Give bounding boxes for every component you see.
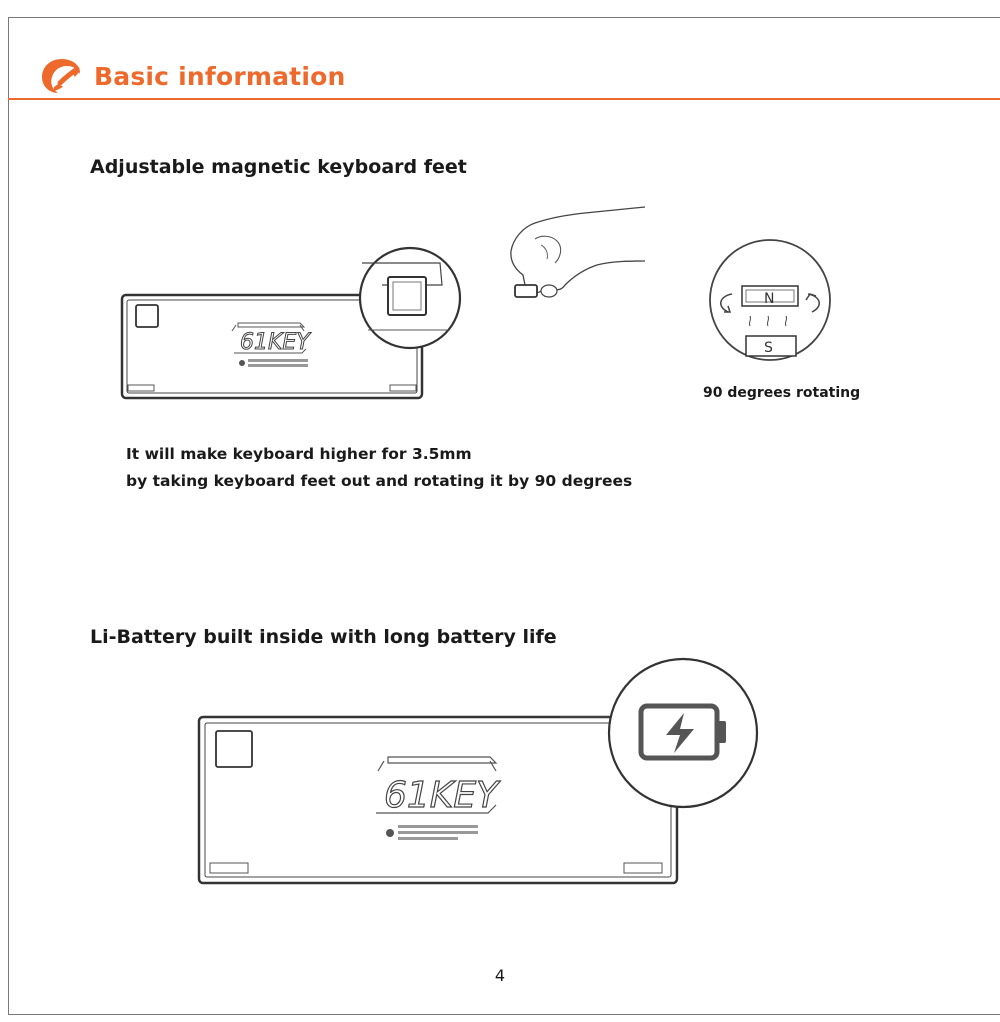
feet-description: It will make keyboard higher for 3.5mm b… bbox=[126, 441, 632, 495]
page-header: Basic information bbox=[40, 56, 345, 96]
section-title-battery: Li-Battery built inside with long batter… bbox=[90, 626, 557, 648]
battery-charging-icon bbox=[638, 703, 726, 761]
feet-description-line-1: It will make keyboard higher for 3.5mm bbox=[126, 445, 472, 463]
keyboard-battery-illustration: 61KEY bbox=[197, 657, 759, 885]
magnet-south-label: S bbox=[764, 340, 773, 356]
section-title-feet: Adjustable magnetic keyboard feet bbox=[90, 156, 467, 178]
feet-description-line-2: by taking keyboard feet out and rotating… bbox=[126, 472, 633, 490]
hand-holding-foot-illustration bbox=[510, 206, 646, 298]
magnet-north-label: N bbox=[764, 291, 774, 307]
keyboard-logo-small: 61KEY bbox=[240, 330, 311, 355]
rotate-caption: 90 degrees rotating bbox=[703, 385, 861, 401]
header-divider bbox=[8, 98, 1000, 100]
keyboard-bottom-illustration: 61KEY bbox=[120, 246, 462, 400]
page-number: 4 bbox=[494, 966, 506, 985]
keyboard-logo-large: 61KEY bbox=[384, 775, 501, 816]
magnet-rotation-illustration: N S bbox=[709, 239, 831, 361]
page-title: Basic information bbox=[94, 61, 346, 91]
brand-swoosh-logo-icon bbox=[42, 59, 81, 93]
page-frame bbox=[8, 17, 1000, 1015]
